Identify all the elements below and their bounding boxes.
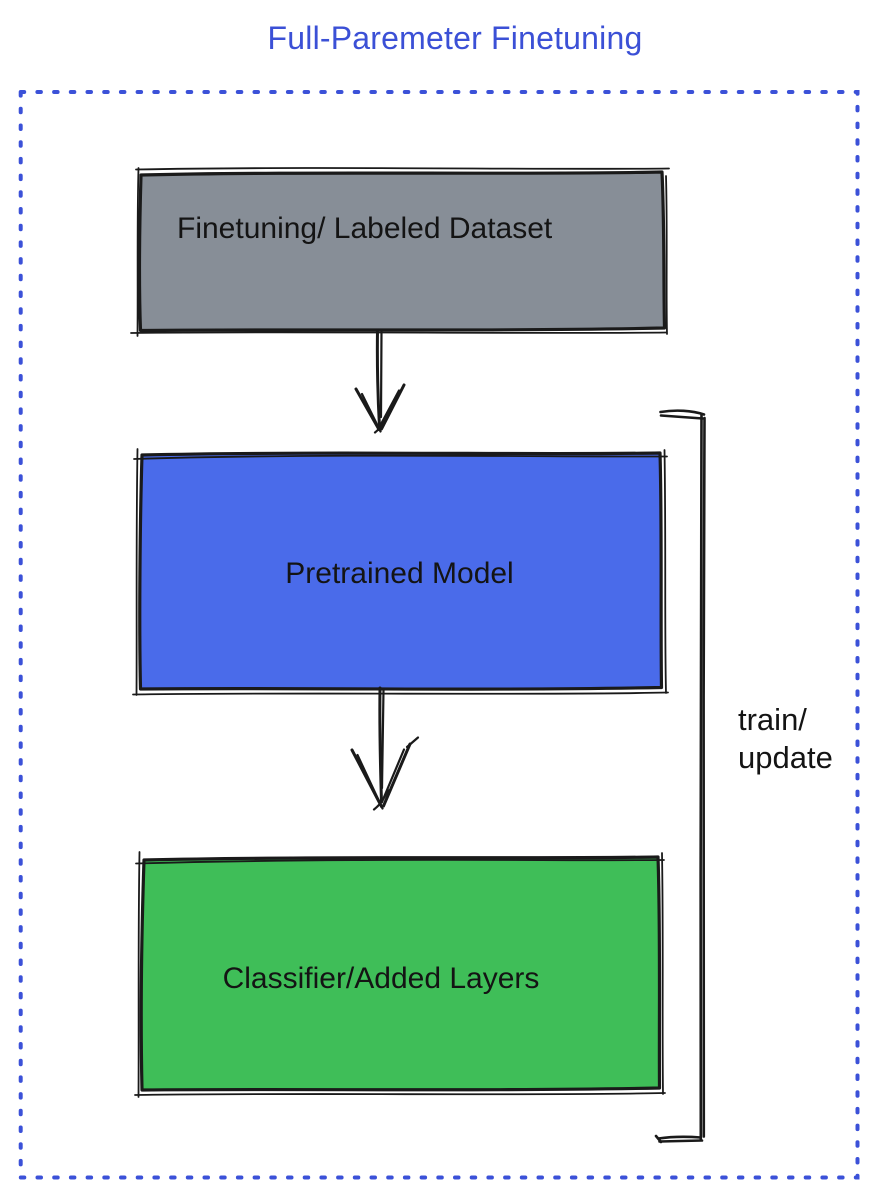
bracket-top-hook-echo [659,414,704,420]
node-label-finetuning-dataset: Finetuning/ Labeled Dataset [177,212,553,245]
arrow-tip-flick [372,788,390,811]
dashed-border [18,90,860,1180]
arrow-tip-flick [373,410,392,434]
sketch-stroke [130,331,667,334]
node-finetuning-dataset-shape [130,167,670,337]
sketch-stroke [661,852,664,1095]
sketch-stroke [135,167,670,171]
node-label-classifier-added-layers: Classifier/Added Layers [222,962,540,995]
arrow-head-flick [405,736,420,749]
sketch-stroke [136,167,140,337]
arrow-shaft [378,686,383,804]
bracket-top-hook [659,409,706,416]
arrow-head-right [382,742,412,808]
arrow-shaft-echo [380,688,385,790]
arrow-shaft [375,328,381,429]
node-label-pretrained-model: Pretrained Model [285,557,514,590]
bracket-bottom-tick [654,1134,663,1144]
node-classifier-added-layers-shape [134,851,666,1098]
arrow-shaft-echo [379,330,383,419]
sketch-stroke [133,454,668,460]
sketch-stroke [137,851,141,1098]
edge-arrow-dataset-to-pretrained [354,328,406,434]
sketch-stroke [663,449,667,694]
arrow-head-left-echo [360,392,382,433]
node-pretrained-model-box [138,451,664,691]
node-pretrained-model-shape [132,448,669,696]
arrow-head-left-echo [356,753,384,810]
bracket-label-train-update: train/ update [738,702,833,775]
sketch-stroke [134,1092,666,1096]
bracket-vertical [699,413,703,1141]
diagram-title: Full-Paremeter Finetuning [267,20,643,56]
node-finetuning-dataset-box [137,170,667,333]
edge-arrow-pretrained-to-classifier [350,686,420,811]
dashed-border-rect [18,90,860,1180]
sketch-stroke [135,448,139,696]
bracket-bottom-hook-echo [658,1139,704,1143]
bracket-vertical-echo [702,416,706,1138]
node-classifier-added-layers-box [139,855,662,1092]
train-update-bracket [654,409,706,1144]
sketch-stroke [132,691,669,696]
bracket-bottom-hook [657,1135,703,1140]
sketch-stroke [665,175,668,335]
sketch-stroke [135,858,665,865]
arrow-head-right-echo [378,389,401,428]
